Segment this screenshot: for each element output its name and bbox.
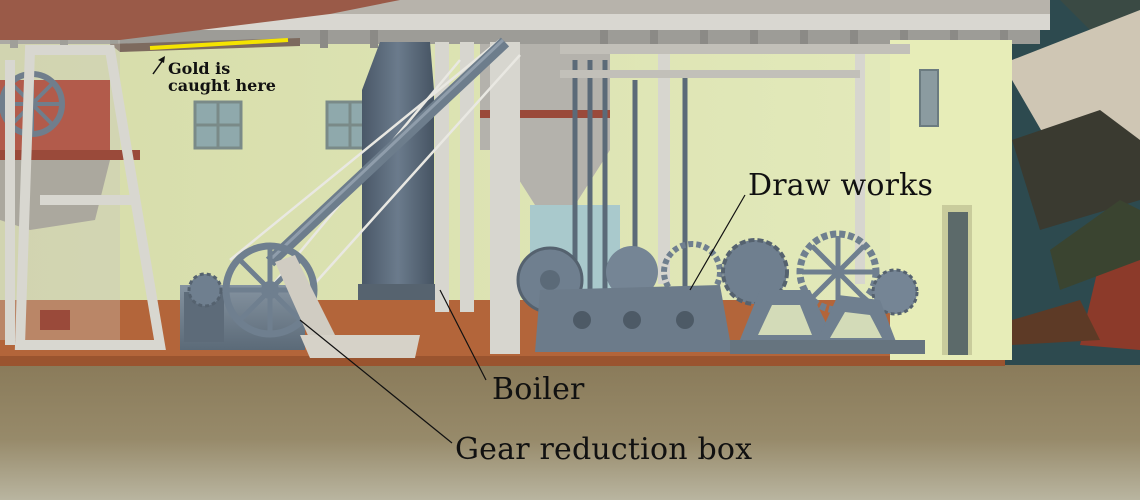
gold-arrow	[152, 59, 164, 75]
boiler-base	[358, 284, 438, 300]
gear-box-label: Gear reduction box	[455, 432, 753, 467]
floor-edge	[0, 356, 1005, 366]
window-right	[919, 69, 939, 127]
gold-arrow-head	[158, 56, 165, 63]
draw-works-leader	[689, 194, 746, 291]
connecting-rod-highlight	[270, 38, 505, 260]
bucket-ladder	[1012, 10, 1140, 350]
draw-works-rods	[572, 60, 688, 290]
back-window-1	[193, 100, 243, 150]
ground	[0, 365, 1140, 500]
gear-reduction-box	[180, 242, 420, 358]
gold-label-line-1: Gold is	[168, 59, 231, 78]
leader-lines	[299, 194, 746, 444]
connecting-rod	[265, 37, 510, 267]
sluice-material	[0, 0, 400, 40]
gear-box-leader	[299, 319, 453, 444]
scaffold-frame	[5, 45, 166, 350]
boiler-label: Boiler	[492, 372, 585, 407]
gold-label: Gold is caught here	[168, 60, 276, 94]
gold-highlight-line	[149, 38, 289, 50]
draw-works-machinery	[516, 230, 925, 354]
overhead-beams	[560, 44, 910, 78]
boiler-leader	[439, 289, 487, 381]
door-opening	[948, 212, 968, 355]
hopper-band	[480, 110, 610, 118]
draw-works-label: Draw works	[748, 168, 934, 203]
gold-label-line-2: caught here	[168, 76, 276, 95]
boiler-stack	[362, 42, 434, 300]
